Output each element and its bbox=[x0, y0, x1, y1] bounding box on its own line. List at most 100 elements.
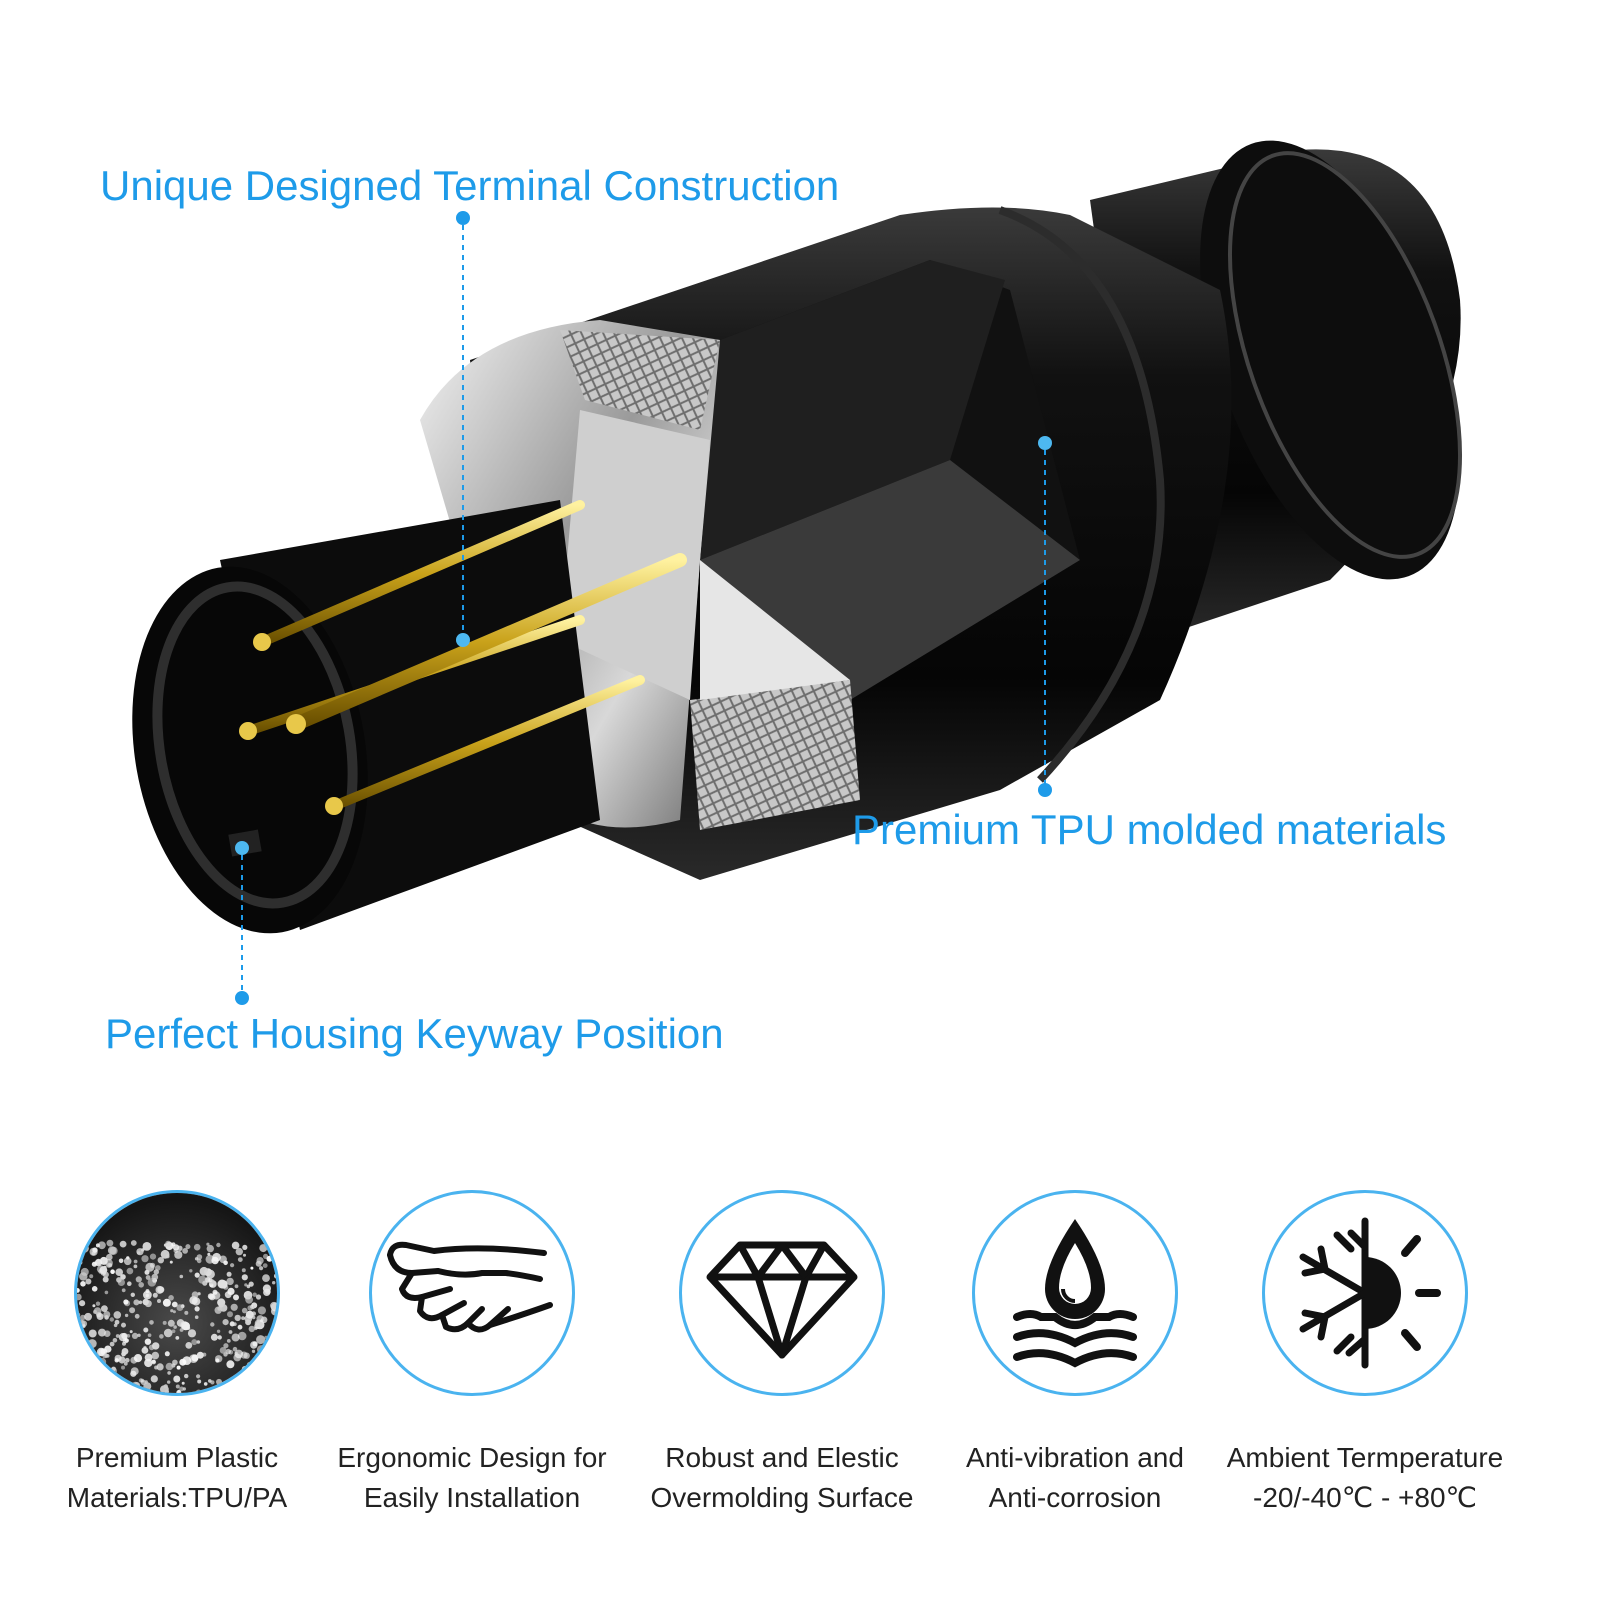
plastic-granule bbox=[242, 1244, 248, 1250]
plastic-granule bbox=[226, 1271, 232, 1277]
terminal-construction-callout: Unique Designed Terminal Construction bbox=[100, 162, 840, 209]
plastic-granule bbox=[124, 1313, 129, 1318]
plastic-granule bbox=[173, 1325, 177, 1329]
plastic-granule bbox=[256, 1361, 260, 1365]
plastic-granule bbox=[121, 1365, 125, 1370]
plastic-granule bbox=[218, 1302, 224, 1308]
plastic-granule bbox=[106, 1263, 112, 1268]
plastic-granule bbox=[248, 1281, 254, 1287]
plastic-granule bbox=[143, 1290, 152, 1300]
plastic-granule bbox=[227, 1287, 235, 1295]
plastic-granules-photo bbox=[74, 1190, 280, 1396]
plastic-granule bbox=[245, 1319, 252, 1326]
plastic-granule bbox=[96, 1265, 105, 1273]
plastic-granule bbox=[171, 1301, 178, 1308]
plastic-granule bbox=[256, 1335, 266, 1345]
plastic-granule bbox=[216, 1378, 222, 1385]
plastic-granule bbox=[170, 1309, 174, 1313]
metal-shell bbox=[420, 320, 860, 830]
plastic-granule bbox=[123, 1257, 132, 1266]
plastic-granule bbox=[123, 1361, 128, 1366]
feature-caption-line: Anti-corrosion bbox=[988, 1482, 1162, 1513]
plastic-granule bbox=[159, 1334, 164, 1339]
plastic-granule bbox=[196, 1254, 203, 1260]
plastic-granule bbox=[185, 1244, 191, 1250]
plastic-granule bbox=[163, 1328, 173, 1338]
plastic-granule bbox=[210, 1322, 215, 1327]
plastic-granule bbox=[121, 1332, 128, 1340]
plastic-granule bbox=[144, 1358, 153, 1368]
plastic-granule bbox=[234, 1284, 239, 1289]
plastic-granule bbox=[271, 1345, 277, 1353]
plastic-granule bbox=[151, 1359, 156, 1365]
plastic-granule bbox=[194, 1272, 200, 1278]
plastic-granule bbox=[94, 1384, 102, 1393]
plastic-granule bbox=[182, 1387, 186, 1391]
plastic-granule bbox=[143, 1382, 152, 1391]
plastic-granule bbox=[113, 1311, 122, 1319]
plastic-granule bbox=[117, 1278, 125, 1286]
plastic-granule bbox=[91, 1286, 98, 1292]
feature-caption: Ambient Termperature -20/-40℃ - +80℃ bbox=[1215, 1438, 1515, 1518]
plastic-granule bbox=[164, 1351, 170, 1357]
plastic-granule bbox=[237, 1257, 243, 1262]
plastic-granule bbox=[261, 1360, 269, 1369]
plastic-granule bbox=[230, 1263, 235, 1268]
feature-caption: Ergonomic Design for Easily Installation bbox=[322, 1438, 622, 1518]
plastic-granule bbox=[205, 1254, 215, 1264]
plastic-granule bbox=[216, 1329, 221, 1333]
plastic-granule bbox=[227, 1311, 233, 1318]
plastic-granule bbox=[223, 1343, 229, 1349]
plastic-granule bbox=[165, 1240, 172, 1247]
plastic-granule bbox=[216, 1242, 221, 1248]
plastic-granule bbox=[142, 1242, 152, 1251]
plastic-granule bbox=[138, 1300, 143, 1305]
plastic-granule bbox=[155, 1265, 161, 1271]
plastic-granule bbox=[250, 1266, 254, 1270]
plastic-granule bbox=[255, 1294, 262, 1300]
plastic-granule bbox=[115, 1268, 123, 1276]
plastic-granule bbox=[179, 1358, 187, 1366]
plastic-granule bbox=[232, 1346, 238, 1352]
plastic-granule bbox=[143, 1327, 149, 1333]
snowflake-sun-icon bbox=[1262, 1190, 1468, 1396]
plastic-granule bbox=[165, 1254, 170, 1259]
plastic-granule bbox=[157, 1257, 164, 1264]
plastic-granule bbox=[262, 1263, 268, 1268]
plastic-granule bbox=[84, 1312, 92, 1321]
plastic-granule bbox=[151, 1273, 159, 1281]
plastic-granule bbox=[88, 1389, 92, 1393]
plastic-granule bbox=[83, 1354, 89, 1360]
plastic-granule bbox=[209, 1293, 216, 1301]
feature-ambient-temperature: Ambient Termperature -20/-40℃ - +80℃ bbox=[1215, 1190, 1515, 1518]
plastic-granule bbox=[110, 1269, 115, 1274]
plastic-granule bbox=[212, 1289, 218, 1295]
plastic-granule bbox=[184, 1310, 189, 1315]
plastic-granule bbox=[109, 1246, 118, 1255]
plastic-granule bbox=[88, 1329, 97, 1338]
plastic-granule bbox=[109, 1341, 115, 1347]
plastic-granule bbox=[252, 1315, 256, 1320]
plastic-granule bbox=[168, 1295, 174, 1301]
feature-plastic-materials: Premium Plastic Materials:TPU/PA bbox=[27, 1190, 327, 1518]
plastic-granule bbox=[272, 1364, 277, 1371]
plastic-granule bbox=[109, 1317, 114, 1322]
plastic-granule bbox=[210, 1380, 215, 1385]
plastic-granule bbox=[194, 1315, 199, 1319]
plastic-granule bbox=[95, 1301, 101, 1306]
plastic-granule bbox=[150, 1375, 158, 1383]
plastic-granule bbox=[272, 1281, 276, 1285]
plastic-granule bbox=[193, 1243, 201, 1251]
plastic-granule bbox=[273, 1339, 277, 1344]
plastic-granule bbox=[196, 1258, 202, 1264]
plastic-granule bbox=[173, 1375, 181, 1383]
tpu-callout-leader bbox=[1038, 436, 1052, 797]
plastic-granule bbox=[165, 1362, 174, 1371]
plastic-granule bbox=[77, 1293, 82, 1301]
plastic-granule bbox=[203, 1382, 208, 1386]
plastic-granule bbox=[226, 1360, 235, 1369]
plastic-granule bbox=[81, 1324, 86, 1328]
plastic-granule bbox=[197, 1379, 202, 1384]
plastic-granule bbox=[123, 1299, 129, 1305]
feature-caption-line: Materials:TPU/PA bbox=[66, 1482, 288, 1513]
